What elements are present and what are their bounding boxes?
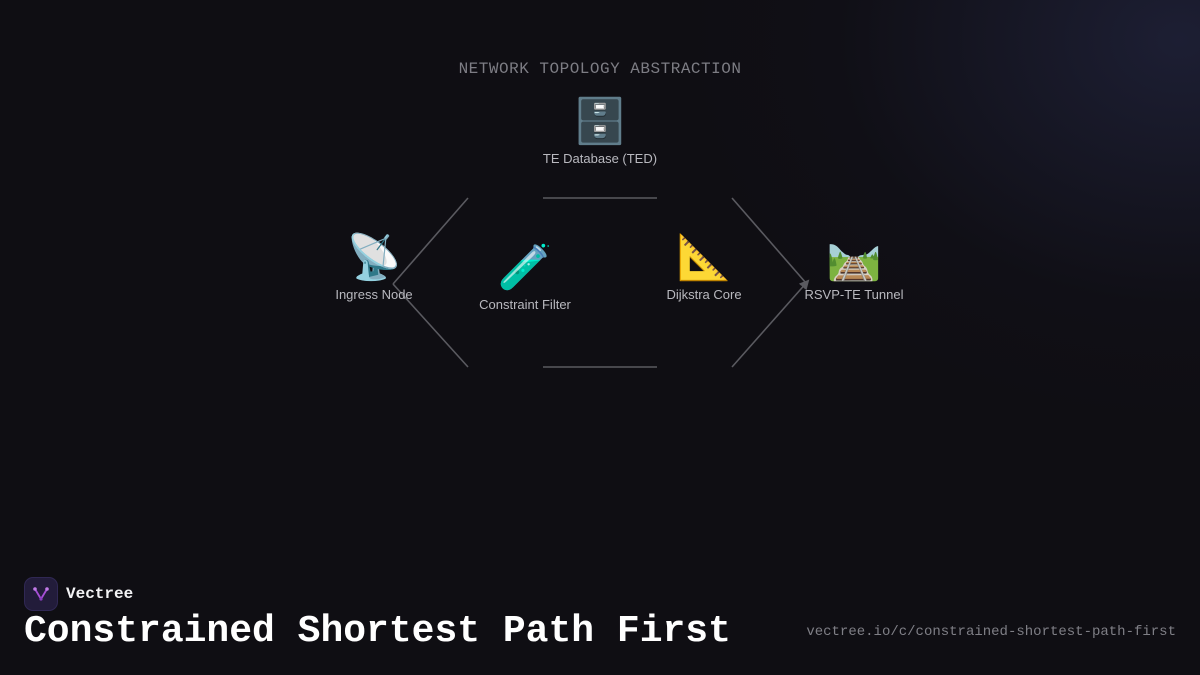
edge-tunnel-upper [731, 197, 807, 284]
diagram-title: NETWORK TOPOLOGY ABSTRACTION [458, 60, 742, 78]
page-url[interactable]: vectree.io/c/constrained-shortest-path-f… [806, 624, 1176, 640]
node-te-database: 🗄️ TE Database (TED) [515, 96, 685, 167]
node-rsvp-te-tunnel: 🛤️ RSVP-TE Tunnel [769, 232, 939, 303]
test-tube-icon: 🧪 [497, 242, 553, 293]
edge-ingress-upper [392, 197, 469, 285]
edge-tunnel-lower-arrow [731, 279, 810, 368]
node-rsvp-te-tunnel-label: RSVP-TE Tunnel [804, 287, 904, 302]
node-dijkstra-core: 📐 Dijkstra Core [619, 232, 789, 303]
node-ingress-label: Ingress Node [335, 287, 413, 302]
triangular-ruler-icon: 📐 [676, 232, 732, 283]
node-te-database-label: TE Database (TED) [542, 151, 658, 166]
brand-name: Vectree [66, 585, 134, 603]
edge-ingress-lower [392, 283, 469, 368]
node-dijkstra-core-label: Dijkstra Core [666, 287, 742, 302]
filing-cabinet-icon: 🗄️ [572, 96, 628, 147]
vectree-logo-icon [24, 577, 58, 611]
node-constraint-filter-label: Constraint Filter [479, 297, 571, 312]
node-ingress: 📡 Ingress Node [289, 232, 459, 303]
railway-track-icon: 🛤️ [826, 232, 882, 283]
brand[interactable]: Vectree [24, 577, 133, 611]
satellite-antenna-icon: 📡 [346, 232, 402, 283]
node-constraint-filter: 🧪 Constraint Filter [440, 242, 610, 313]
page-title: Constrained Shortest Path First [24, 610, 731, 653]
